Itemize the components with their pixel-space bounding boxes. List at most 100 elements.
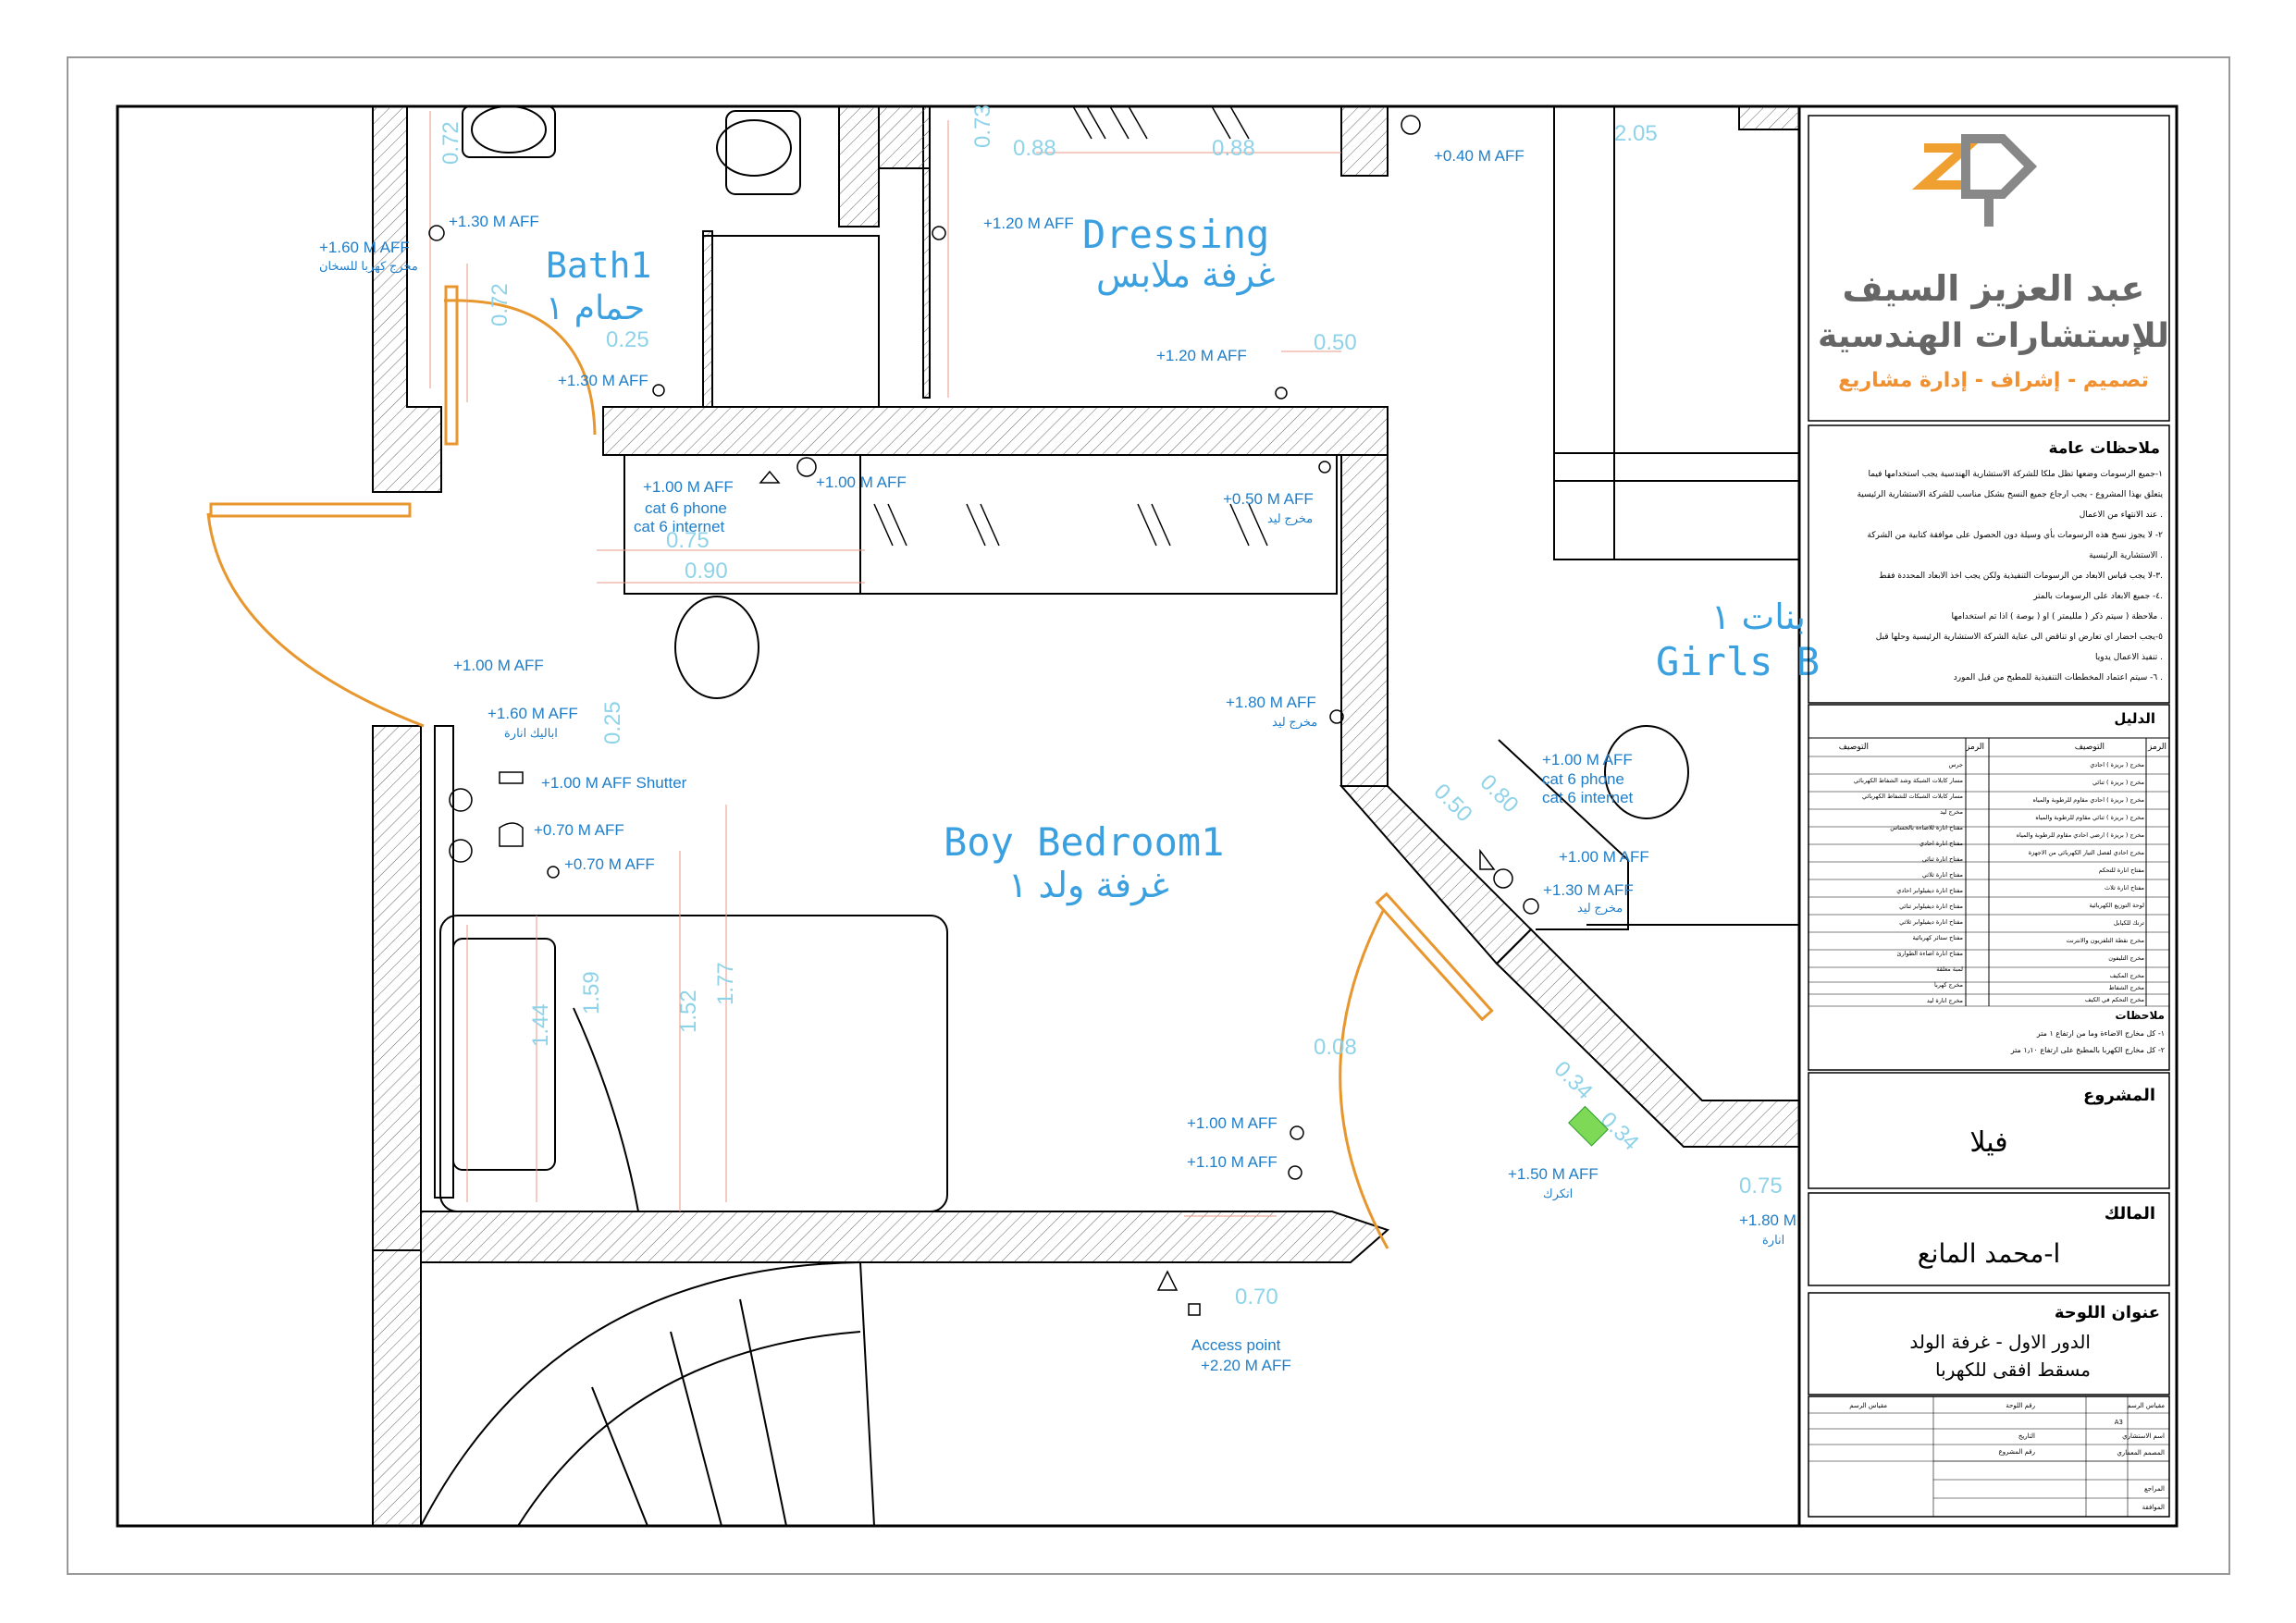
notes2-item: ٢- كل مخارج الكهربا بالمطبخ على ارتفاع ١… [2010, 1046, 2165, 1054]
dim-text: 0.72 [438, 121, 463, 165]
outer-border [67, 56, 2230, 1575]
boy-bedroom-label: Boy Bedroom1 [944, 819, 1224, 865]
drawing-frame [116, 105, 2179, 1528]
legend-grid-lines [1808, 756, 2169, 1007]
elec-label: +1.30 M AFF [449, 213, 539, 230]
svg-text:ملاحظة ( سيتم ذكر ( ملليمتر ): ملاحظة ( سيتم ذكر ( ملليمتر ) او ( بوصة … [1951, 612, 2163, 621]
sheet-title-line1: الدور الاول - غرفة الولد [1909, 1331, 2091, 1353]
dim-text: 0.50 [1429, 779, 1477, 827]
legend-header: التوصيف [1839, 743, 1869, 752]
svg-text:مخرج ( بريزة ) احادي: مخرج ( بريزة ) احادي [2090, 761, 2144, 768]
elec-label: +0.40 M AFF [1434, 147, 1524, 165]
notes2-item: ١- كل مخارج الاضاءة وما من ارتفاع ١ متر [2036, 1029, 2165, 1038]
elec-label: +2.20 M AFF [1201, 1357, 1291, 1374]
svg-text:مفتاح انارة ثلاث: مفتاح انارة ثلاث [2105, 884, 2144, 891]
svg-text:عند الانتهاء من الاعمال .: عند الانتهاء من الاعمال . [2080, 510, 2163, 520]
electrical-labels: +1.30 M AFF +1.60 M AFF مخرج كهربا للسخا… [319, 147, 1796, 1374]
svg-text:مفتاح انارة للتحكم: مفتاح انارة للتحكم [2099, 867, 2144, 874]
dim-text: 0.70 [1235, 1285, 1278, 1309]
svg-text:مقياس الرسم: مقياس الرسم [1849, 1402, 1887, 1409]
svg-text:مخرج ( بريزة ) ثنائي مقاوم للر: مخرج ( بريزة ) ثنائي مقاوم للرطوبة والمي… [2035, 814, 2144, 821]
svg-text:مفتاح انارة للاضاءة بالحساس: مفتاح انارة للاضاءة بالحساس [1890, 824, 1963, 831]
company-name: عبد العزيز السيف [1843, 268, 2145, 309]
notes-title: ملاحظات عامة [2049, 439, 2160, 458]
room-labels: Bath1 حمام ١ Dressing غرفة ملابس Boy Bed… [546, 212, 1820, 906]
elec-label: +1.60 M AFF [319, 239, 410, 256]
elec-label: +1.20 M AFF [983, 215, 1074, 232]
walls [372, 105, 1800, 1527]
elec-label: +1.60 M AFF [488, 705, 578, 722]
company-subtitle: للإستشارات الهندسية [1818, 317, 2169, 355]
hangers [873, 105, 1268, 547]
electrical-symbols [428, 115, 1539, 1316]
info-grid [1808, 1396, 2169, 1517]
elec-label: +0.70 M AFF [534, 821, 624, 839]
dim-text: 0.25 [600, 701, 625, 744]
svg-text:مخرج انارة ليد: مخرج انارة ليد [1927, 997, 1963, 1004]
svg-text:مفتاح انارة ديفيلوابر ثنائي: مفتاح انارة ديفيلوابر ثنائي [1899, 903, 1963, 910]
notes-list: ١-جميع الرسومات وضعها تظل ملكا للشركة ال… [1857, 470, 2163, 682]
dim-text: 0.50 [1314, 330, 1357, 355]
legend-title: الدليل [2114, 710, 2155, 727]
boy-bedroom-label-ar: غرفة ولد ١ [1008, 865, 1169, 906]
svg-text:مسار كابلات الشبكات للشفاط الك: مسار كابلات الشبكات للشفاط الكهربائي [1862, 793, 1963, 800]
svg-text:١-جميع الرسومات وضعها تظل ملكا: ١-جميع الرسومات وضعها تظل ملكا للشركة ال… [1868, 470, 2163, 479]
svg-text:الاستشارية الرئيسية .: الاستشارية الرئيسية . [2089, 551, 2163, 560]
elec-label: مخرج ليد [1272, 715, 1317, 730]
legend-header: الرمز [1965, 743, 1984, 752]
elec-label: اباليك انارة [504, 726, 558, 741]
doors [206, 285, 1494, 1249]
elec-label: انارة [1762, 1233, 1784, 1248]
svg-text:مخرج التليفون: مخرج التليفون [2108, 954, 2144, 962]
svg-text:مخرج التحكم في الكيف: مخرج التحكم في الكيف [2085, 996, 2144, 1003]
svg-text:مفتاح انارة احادي: مفتاح انارة احادي [1920, 840, 1963, 847]
svg-text:التاريخ: التاريخ [2018, 1432, 2035, 1440]
svg-text:ترنك للكيابل: ترنك للكيابل [2114, 919, 2144, 927]
elec-label: مخرج ليد [1267, 511, 1313, 526]
dimension-lines [429, 111, 1341, 1217]
dim-text: 0.25 [606, 327, 649, 352]
dim-text: 0.34 [1549, 1056, 1598, 1104]
elec-label: +1.00 M AFF [643, 478, 734, 496]
svg-text:تنفيذ الاعمال يدويا .: تنفيذ الاعمال يدويا . [2095, 653, 2163, 662]
elec-label: Access point [1191, 1336, 1281, 1354]
svg-text:مخرج ليد: مخرج ليد [1940, 808, 1963, 816]
legend-rows: مخرج ( بريزة ) احادي مخرج ( بريزة ) ثنائ… [1854, 761, 2144, 1004]
info-labels: مقياس الرسم رقم اللوحة مقياس الرسم التار… [1849, 1402, 2165, 1511]
svg-text:٤- جميع الابعاد على الرسومات ب: ٤- جميع الابعاد على الرسومات بالمتر. [2032, 592, 2163, 601]
svg-text:المراجع: المراجع [2144, 1485, 2165, 1493]
dressing-label-ar: غرفة ملابس [1096, 254, 1276, 296]
elec-label: cat 6 phone [645, 499, 727, 517]
dimension-texts: 0.72 0.72 0.25 0.88 0.88 0.73 0.50 2.05 … [438, 105, 1783, 1309]
svg-text:لوحة التوزيع الكهربائية: لوحة التوزيع الكهربائية [2090, 902, 2145, 909]
bath1-label-ar: حمام ١ [546, 289, 645, 327]
dim-text: 0.72 [488, 283, 512, 326]
dim-text: 1.59 [579, 971, 604, 1014]
svg-text:مخرج نقطة التلفزيون والانترنت: مخرج نقطة التلفزيون والانترنت [2067, 937, 2145, 944]
dim-text: 1.52 [676, 990, 701, 1033]
dim-text: 0.80 [1475, 769, 1524, 818]
ac-unit-symbol [1568, 1105, 1609, 1147]
svg-text:٣-لا يجب قياس الابعاد من الرسو: ٣-لا يجب قياس الابعاد من الرسومات التنفي… [1879, 572, 2163, 581]
svg-text:يتعلق بهذا المشروع - يجب ارجاع: يتعلق بهذا المشروع - يجب ارجاع جميع النس… [1857, 490, 2163, 499]
svg-text:مفتاح انارة ثلاثي: مفتاح انارة ثلاثي [1922, 871, 1963, 879]
elec-label: cat 6 internet [634, 518, 725, 535]
elec-label: +1.30 M AFF [558, 372, 648, 389]
svg-text:٥-يجب احضار اي تعارض او تناقض: ٥-يجب احضار اي تعارض او تناقض الى عناية … [1876, 633, 2163, 642]
elec-label: مخرج كهربا للسخان [319, 259, 418, 274]
svg-text:مفتاح ستائر كهربائية: مفتاح ستائر كهربائية [1912, 934, 1963, 941]
owner-name: ا-محمد المانع [1918, 1238, 2060, 1269]
svg-text:مفتاح انارة اضاءة الطوارئ: مفتاح انارة اضاءة الطوارئ [1896, 950, 1963, 957]
elec-label: +1.20 M AFF [1156, 347, 1247, 364]
svg-text:A3: A3 [2115, 1419, 2123, 1426]
svg-text:مخرج ( بريزة ) ارضي احادي مقاو: مخرج ( بريزة ) ارضي احادي مقاوم للرطوبة … [2017, 831, 2144, 839]
company-logo [1911, 134, 2038, 227]
elec-label: +1.80 M AFF [1226, 694, 1316, 711]
elec-label: +1.00 M AFF [453, 657, 544, 674]
title-block: عبد العزيز السيف للإستشارات الهندسية تصم… [1808, 115, 2170, 1518]
svg-text:٦- سيتم اعتماد المخططات التنفي: ٦- سيتم اعتماد المخططات التنفيذية للمطبخ… [1954, 673, 2163, 682]
dim-text: 0.08 [1314, 1035, 1357, 1060]
elec-label: +1.00 M AFF [1559, 848, 1649, 866]
fixtures [420, 105, 1800, 1527]
